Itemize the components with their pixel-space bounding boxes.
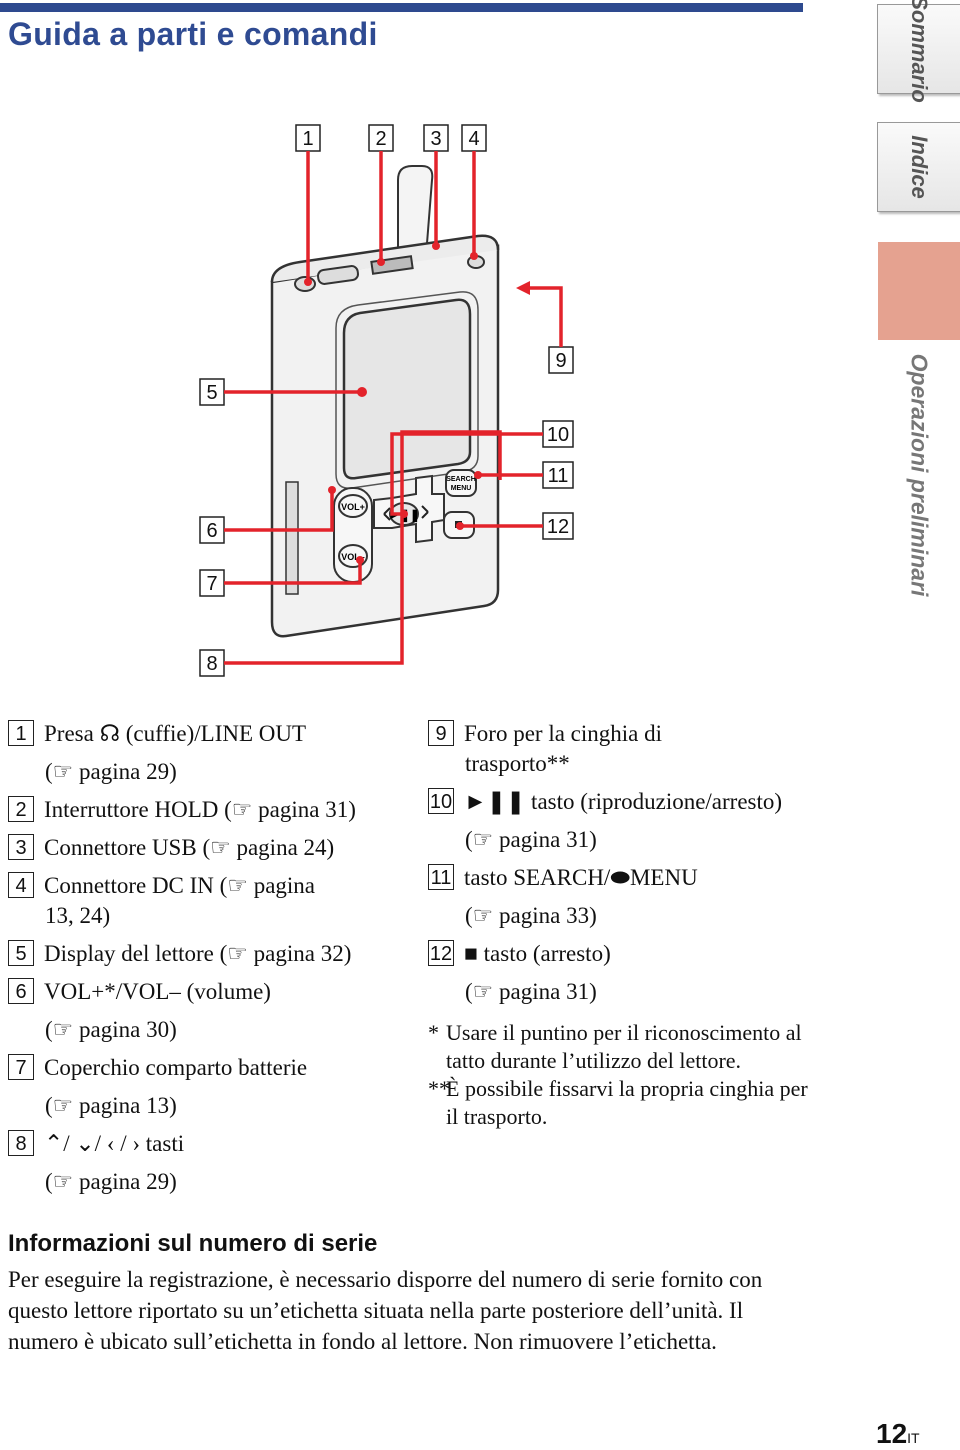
tab-active-marker[interactable] bbox=[878, 242, 960, 340]
tab-summary[interactable]: Sommario bbox=[877, 0, 960, 103]
vol-minus-label: VOL– bbox=[341, 552, 365, 562]
legend-text: (☞ pagina 31) bbox=[465, 827, 597, 852]
tab-summary-label: Sommario bbox=[907, 0, 932, 103]
callout-5-label: 5 bbox=[206, 382, 217, 404]
footnote-1: * Usare il puntino per il riconoscimento … bbox=[428, 1019, 818, 1075]
callout-10-label: 10 bbox=[547, 424, 569, 446]
callout-leaders bbox=[224, 151, 563, 665]
callout-11 bbox=[542, 461, 574, 489]
legend-text: tasto SEARCH/⬬MENU bbox=[464, 865, 698, 890]
legend-text: ⌃/ ⌄/ ‹ / › tasti bbox=[44, 1131, 185, 1156]
tab-index-label: Indice bbox=[907, 135, 932, 199]
legend-number: 1 bbox=[8, 720, 34, 746]
legend-text: trasporto** bbox=[465, 751, 570, 776]
legend-text: Interruttore HOLD (☞ pagina 31) bbox=[44, 797, 356, 822]
menu-label: MENU bbox=[451, 485, 472, 492]
tab-section-label: Operazioni preliminari bbox=[906, 353, 933, 597]
callout-7 bbox=[199, 569, 225, 597]
legend-number: 2 bbox=[8, 796, 34, 822]
tab-section[interactable]: Operazioni preliminari bbox=[878, 340, 960, 610]
legend-item: 4 Connettore DC IN (☞ pagina bbox=[8, 867, 418, 905]
line-out-slot bbox=[316, 265, 360, 285]
device-diagram: 1 2 3 4 5 6 7 8 9 10 11 12 VOL+ VOL– bbox=[199, 124, 574, 677]
legend-item: 2 Interruttore HOLD (☞ pagina 31) bbox=[8, 791, 418, 829]
legend-text: Connettore USB (☞ pagina 24) bbox=[44, 835, 335, 860]
callout-11-label: 11 bbox=[548, 465, 569, 487]
legend-number: 7 bbox=[8, 1054, 34, 1080]
callout-8 bbox=[199, 649, 225, 677]
footnote-text: È possibile fissarvi la propria cinghia … bbox=[446, 1076, 808, 1129]
search-label: SEARCH bbox=[446, 476, 476, 483]
callout-1-label: 1 bbox=[302, 128, 313, 150]
legend-text: (☞ pagina 33) bbox=[465, 903, 597, 928]
footnote-text: Usare il puntino per il riconoscimento a… bbox=[446, 1020, 802, 1073]
legend-number: 10 bbox=[428, 788, 454, 814]
vol-plus-label: VOL+ bbox=[341, 502, 365, 512]
legend-text: Display del lettore (☞ pagina 32) bbox=[44, 941, 352, 966]
callout-5 bbox=[199, 378, 225, 406]
legend-text: Coperchio comparto batterie bbox=[44, 1055, 308, 1080]
legend-number: 9 bbox=[428, 720, 454, 746]
page-number: 12IT bbox=[876, 1418, 920, 1450]
legend-item: 10 ►❚❚ tasto (riproduzione/arresto) bbox=[428, 783, 818, 821]
callout-12 bbox=[542, 512, 574, 540]
legend-item: 6 VOL+*/VOL– (volume) bbox=[8, 973, 418, 1011]
legend-item: 1 Presa ☊ (cuffie)/LINE OUT bbox=[8, 715, 418, 753]
legend-number: 11 bbox=[428, 864, 454, 890]
serial-info-heading: Informazioni sul numero di serie bbox=[8, 1230, 378, 1257]
footnote-mark: ** bbox=[428, 1076, 450, 1101]
legend-number: 5 bbox=[8, 940, 34, 966]
tab-index[interactable]: Indice bbox=[877, 122, 960, 212]
footnote-2: **È possibile fissarvi la propria cinghi… bbox=[428, 1075, 818, 1131]
callout-2-label: 2 bbox=[375, 128, 386, 150]
legend-item: 9 Foro per la cinghia di bbox=[428, 715, 818, 753]
legend-text: Presa ☊ (cuffie)/LINE OUT bbox=[44, 721, 307, 746]
legend-text: Foro per la cinghia di bbox=[464, 721, 663, 746]
legend-text: ■ tasto (arresto) bbox=[464, 941, 611, 966]
callout-4 bbox=[461, 124, 487, 152]
legend-item: 3 Connettore USB (☞ pagina 24) bbox=[8, 829, 418, 867]
callout-8-label: 8 bbox=[206, 653, 217, 675]
legend-left: 1 Presa ☊ (cuffie)/LINE OUT (☞ pagina 29)… bbox=[8, 715, 418, 1201]
legend-text: ►❚❚ tasto (riproduzione/arresto) bbox=[464, 789, 783, 814]
header-rule bbox=[0, 3, 803, 12]
legend-text: (☞ pagina 13) bbox=[45, 1093, 177, 1118]
callout-7-label: 7 bbox=[206, 573, 217, 595]
legend-right: 9 Foro per la cinghia di trasporto** 10 ►❚… bbox=[428, 715, 818, 1131]
legend-item: 5 Display del lettore (☞ pagina 32) bbox=[8, 935, 418, 973]
battery-cover bbox=[285, 481, 299, 595]
legend-text: VOL+*/VOL– (volume) bbox=[44, 979, 271, 1004]
page-title: Guida a parti e comandi bbox=[8, 16, 378, 52]
legend-item: 12 ■ tasto (arresto) bbox=[428, 935, 818, 973]
legend-text: (☞ pagina 29) bbox=[45, 1169, 177, 1194]
legend-text: (☞ pagina 31) bbox=[465, 979, 597, 1004]
legend-item: 8 ⌃/ ⌄/ ‹ / › tasti bbox=[8, 1125, 418, 1163]
callout-4-label: 4 bbox=[468, 128, 479, 150]
legend-number: 4 bbox=[8, 872, 34, 898]
footnote-mark: * bbox=[428, 1020, 439, 1045]
page-number-value: 12 bbox=[876, 1418, 908, 1449]
legend-item: 11 tasto SEARCH/⬬MENU bbox=[428, 859, 818, 897]
legend-item: 7 Coperchio comparto batterie bbox=[8, 1049, 418, 1087]
callout-9 bbox=[548, 346, 574, 374]
page-language: IT bbox=[907, 1430, 920, 1446]
callout-3-label: 3 bbox=[430, 128, 441, 150]
serial-info-body: Per eseguire la registrazione, è necessa… bbox=[8, 1267, 763, 1354]
callout-9-label: 9 bbox=[555, 350, 566, 372]
legend-number: 6 bbox=[8, 978, 34, 1004]
legend-number: 8 bbox=[8, 1130, 34, 1156]
legend-text: (☞ pagina 30) bbox=[45, 1017, 177, 1042]
legend-text: 13, 24) bbox=[45, 903, 111, 928]
legend-number: 12 bbox=[428, 940, 454, 966]
legend-text: Connettore DC IN (☞ pagina bbox=[44, 873, 316, 898]
callout-6-label: 6 bbox=[206, 520, 217, 542]
legend-text: (☞ pagina 29) bbox=[45, 759, 177, 784]
legend-number: 3 bbox=[8, 834, 34, 860]
callout-12-label: 12 bbox=[547, 516, 569, 538]
